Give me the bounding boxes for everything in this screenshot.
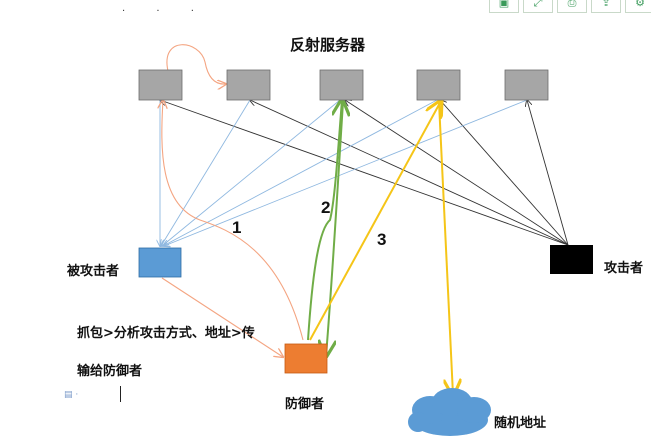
expand-icon[interactable]: ⤢	[523, 0, 553, 13]
reflect-line-4	[163, 99, 438, 246]
diagram-title: 反射服务器	[290, 36, 366, 54]
attacker-line-2	[250, 100, 569, 246]
reflection-lines	[160, 99, 528, 246]
attacker-line-3	[345, 100, 569, 246]
attacker-line-1	[160, 100, 569, 246]
step-3-label: 3	[377, 230, 387, 249]
note-line-1: 抓包>分析攻击方式、地址>传	[77, 326, 255, 341]
server-to-defender-green	[326, 101, 344, 356]
random-address-label: 随机地址	[494, 416, 547, 431]
attacker-line-5	[527, 100, 569, 246]
defender-to-server-yellow	[309, 101, 441, 341]
defender-to-server-green	[307, 100, 342, 341]
reflect-line-3	[162, 99, 341, 246]
export-icon[interactable]: ⇪	[591, 0, 621, 13]
reflection-server-2	[226, 69, 271, 101]
victim-box	[138, 247, 182, 278]
reflect-line-5	[164, 99, 528, 246]
server-to-server-arc	[166, 44, 226, 84]
text-caret	[120, 386, 121, 402]
attacker-box	[550, 245, 593, 274]
top-fragment: · · ·	[122, 6, 208, 17]
random-address-cloud	[408, 388, 491, 436]
settings-icon[interactable]: ⚙	[625, 0, 651, 13]
victim-to-defender-arrow	[161, 277, 283, 357]
document-icon: ▤ ·	[64, 390, 79, 400]
victim-label: 被攻击者	[67, 264, 120, 279]
defender-to-server-arc	[162, 100, 304, 341]
reflection-server-3	[319, 69, 364, 101]
reflection-server-1	[138, 69, 183, 101]
note-line-2: 输给防御者	[77, 364, 143, 379]
save-icon[interactable]: ▣	[489, 0, 519, 13]
defender-label: 防御者	[285, 397, 325, 412]
print-icon[interactable]: ⎙	[557, 0, 587, 13]
step-2-label: 2	[321, 198, 331, 217]
defender-box	[284, 343, 328, 374]
reflection-server-5	[504, 69, 549, 101]
reflection-server-4	[416, 69, 461, 101]
reflect-line-2	[161, 99, 251, 246]
server-to-random-yellow	[438, 101, 453, 395]
step-1-label: 1	[232, 218, 242, 237]
attacker-label: 攻击者	[604, 261, 644, 276]
attacker-line-4	[440, 100, 569, 246]
attacker-lines	[160, 100, 569, 246]
